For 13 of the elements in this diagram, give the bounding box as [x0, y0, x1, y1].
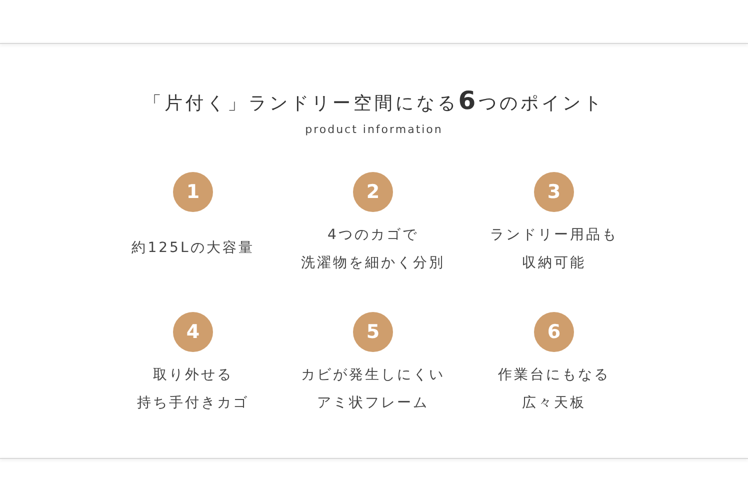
number-circle: 6: [534, 312, 574, 352]
number-circle: 5: [353, 312, 393, 352]
point-description: ランドリー用品も収納可能: [489, 226, 619, 273]
number-circle: 3: [534, 172, 574, 212]
number-circle: 4: [173, 312, 213, 352]
subheading: product information: [304, 123, 444, 136]
point-description: 作業台にもなる広々天板: [497, 366, 611, 413]
point-description: 約125Lの大容量: [130, 239, 256, 258]
point-description: カビが発生しにくいアミ状フレーム: [300, 366, 446, 413]
number-circle: 2: [353, 172, 393, 212]
number-circle: 1: [173, 172, 213, 212]
point-description: 4つのカゴで洗濯物を細かく分別: [300, 226, 446, 273]
point-description: 取り外せる持ち手付きカゴ: [136, 366, 250, 413]
